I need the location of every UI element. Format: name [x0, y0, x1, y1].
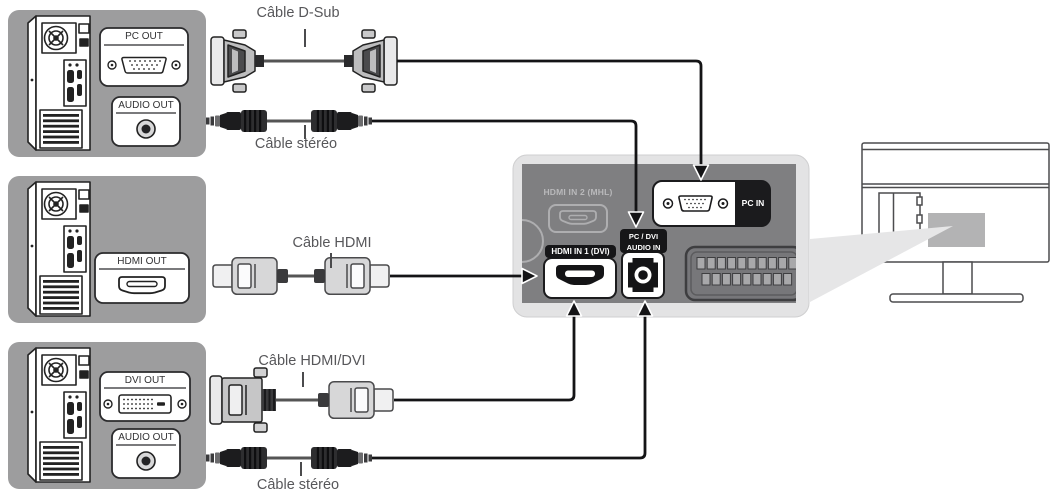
pc-in-port-icon [652, 180, 771, 227]
hdmi-in-2-port-icon [548, 204, 608, 233]
audio-out-label-bottom: AUDIO OUT [118, 432, 174, 443]
label-leader-lines [300, 29, 332, 476]
scart-port-icon [684, 245, 796, 302]
hdmi-out-label: HDMI OUT [117, 256, 167, 267]
pc-in-label: PC IN [741, 198, 765, 208]
cable-label-hdmi: Câble HDMI [292, 235, 372, 251]
arrow-up-to-hdmi-in-1 [565, 300, 583, 317]
arrow-up-to-audio-in [636, 300, 654, 317]
dsub-port-icon [107, 56, 181, 74]
dvi-port-icon [103, 394, 187, 414]
pc-out-label: PC OUT [125, 31, 163, 42]
hdmi-dvi-cable [209, 367, 394, 433]
pc-dvi-audio-in-label-line2: AUDIO IN [626, 243, 661, 252]
cable-label-stereo-bottom: Câble stéréo [256, 477, 340, 493]
audio-jack-icon [136, 119, 156, 471]
pc-dvi-audio-in-label: PC / DVI AUDIO IN [620, 229, 667, 253]
stereo-cable-top [206, 110, 372, 132]
hdmi-in-2-label: HDMI IN 2 (MHL) [543, 187, 613, 197]
dsub-cable [210, 29, 398, 93]
pc-dvi-audio-in-label-line1: PC / DVI [628, 232, 659, 241]
pc-dvi-audio-in-port-icon [621, 251, 665, 299]
dvi-out-label: DVI OUT [124, 375, 166, 386]
hdmi-in-1-port-icon [543, 257, 617, 299]
connection-arrows [372, 59, 710, 460]
hdmi-cable [212, 257, 390, 295]
arrow-right-to-hdmi-in-1 [521, 267, 538, 285]
hdmi-port-icon [118, 276, 166, 295]
audio-out-label-top: AUDIO OUT [118, 100, 174, 111]
stereo-cable-bottom [206, 447, 372, 469]
pc-tower-icon [27, 15, 91, 483]
hdmi-in-1-label: HDMI IN 1 (DVI) [545, 245, 616, 258]
tv-rear-view [861, 142, 1050, 303]
cable-label-dsub: Câble D-Sub [256, 5, 340, 21]
cable-label-stereo-top: Câble stéréo [254, 136, 338, 152]
arrow-down-to-audio-in [627, 211, 645, 228]
arrow-down-to-pc-in [692, 164, 710, 181]
zoom-callout-wedge [810, 226, 953, 302]
cable-label-hdmi-dvi: Câble HDMI/DVI [258, 353, 366, 369]
